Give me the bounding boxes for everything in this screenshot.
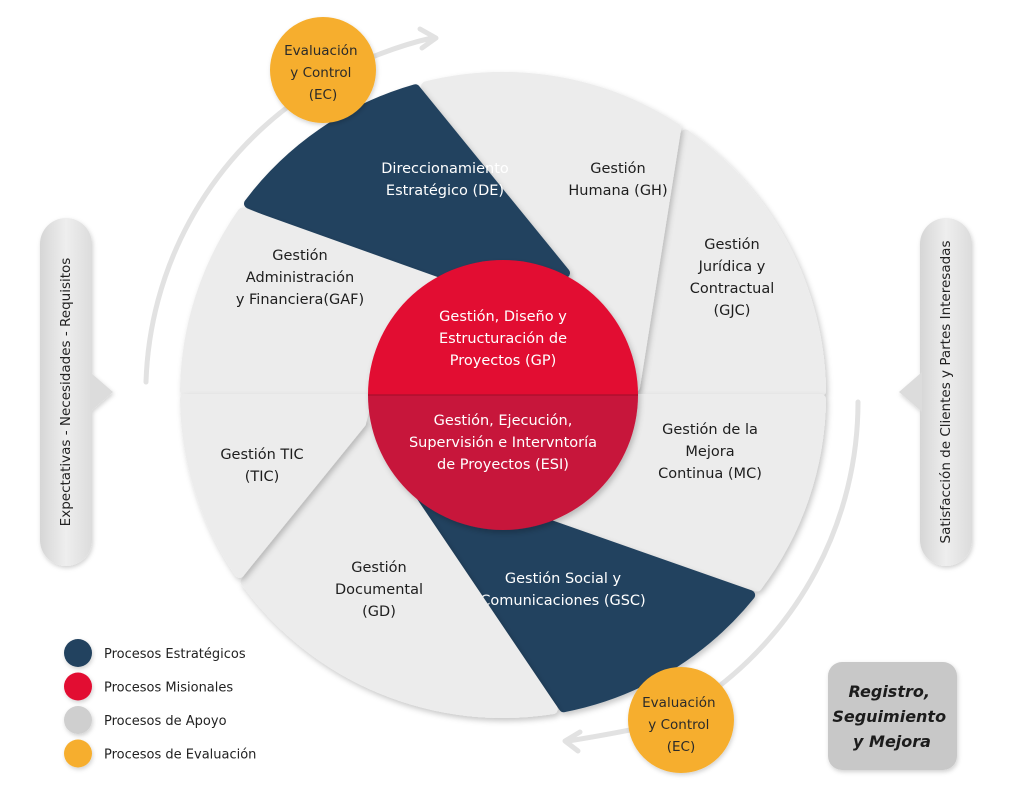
evaluation-label: Evaluación y Control (EC) (284, 43, 362, 103)
core-esi-half[interactable] (368, 395, 638, 530)
segment-tic[interactable]: Gestión TIC(TIC) (180, 394, 372, 578)
segment-tic-shape (180, 394, 372, 578)
registro-box-label: Registro, Seguimiento y Mejora (832, 682, 951, 751)
evaluation-circle (270, 17, 376, 123)
core-esi-label: Gestión, Ejecución,Supervisión e Intervn… (409, 413, 597, 473)
arrow-head-top-icon (417, 26, 439, 51)
core-missional-circle (368, 260, 638, 530)
legend-item: Procesos Misionales (64, 672, 233, 701)
pointer-left-icon (899, 372, 922, 412)
segment-gd-shape (240, 420, 558, 718)
segment-gsc-shape (406, 490, 756, 713)
segment-de-shape (244, 84, 570, 288)
arrow-head-bottom-icon (562, 729, 583, 754)
input-pill-right: Satisfacción de Clientes y Partes Intere… (899, 218, 972, 566)
legend-label: Procesos Estratégicos (104, 647, 246, 662)
legend-swatch (64, 739, 92, 768)
segment-tic-label: Gestión TIC(TIC) (220, 447, 303, 485)
evaluation-circle (628, 667, 734, 773)
input-pill-left-label: Expectativas - Necesidades - Requisitos (58, 258, 74, 527)
cycle-arc-bottom-right (697, 399, 861, 703)
evaluation-label: Evaluación y Control (EC) (642, 695, 720, 755)
segment-gh-shape (421, 72, 682, 392)
legend-swatch (64, 672, 92, 701)
legend-label: Procesos de Apoyo (104, 714, 227, 729)
legend-item: Procesos de Apoyo (64, 706, 227, 734)
legend-label: Procesos Misionales (104, 681, 233, 696)
legend-swatch (64, 639, 92, 667)
legend-label: Procesos de Evaluación (104, 748, 256, 763)
legend-swatch (64, 706, 92, 734)
cycle-arc-top-left (143, 95, 303, 385)
core-gp-half[interactable] (368, 260, 638, 395)
pointer-right-icon (90, 372, 113, 412)
evaluation-node-bottom[interactable]: Evaluación y Control (EC) (628, 667, 734, 773)
evaluation-node-top[interactable]: Evaluación y Control (EC) (270, 17, 376, 123)
legend-item: Procesos Estratégicos (64, 639, 246, 667)
legend-item: Procesos de Evaluación (64, 739, 256, 768)
input-pill-left: Expectativas - Necesidades - Requisitos (40, 218, 113, 566)
input-pill-right-label: Satisfacción de Clientes y Partes Intere… (938, 241, 954, 544)
registro-seguimiento-mejora-box: Registro, Seguimiento y Mejora (828, 662, 957, 770)
